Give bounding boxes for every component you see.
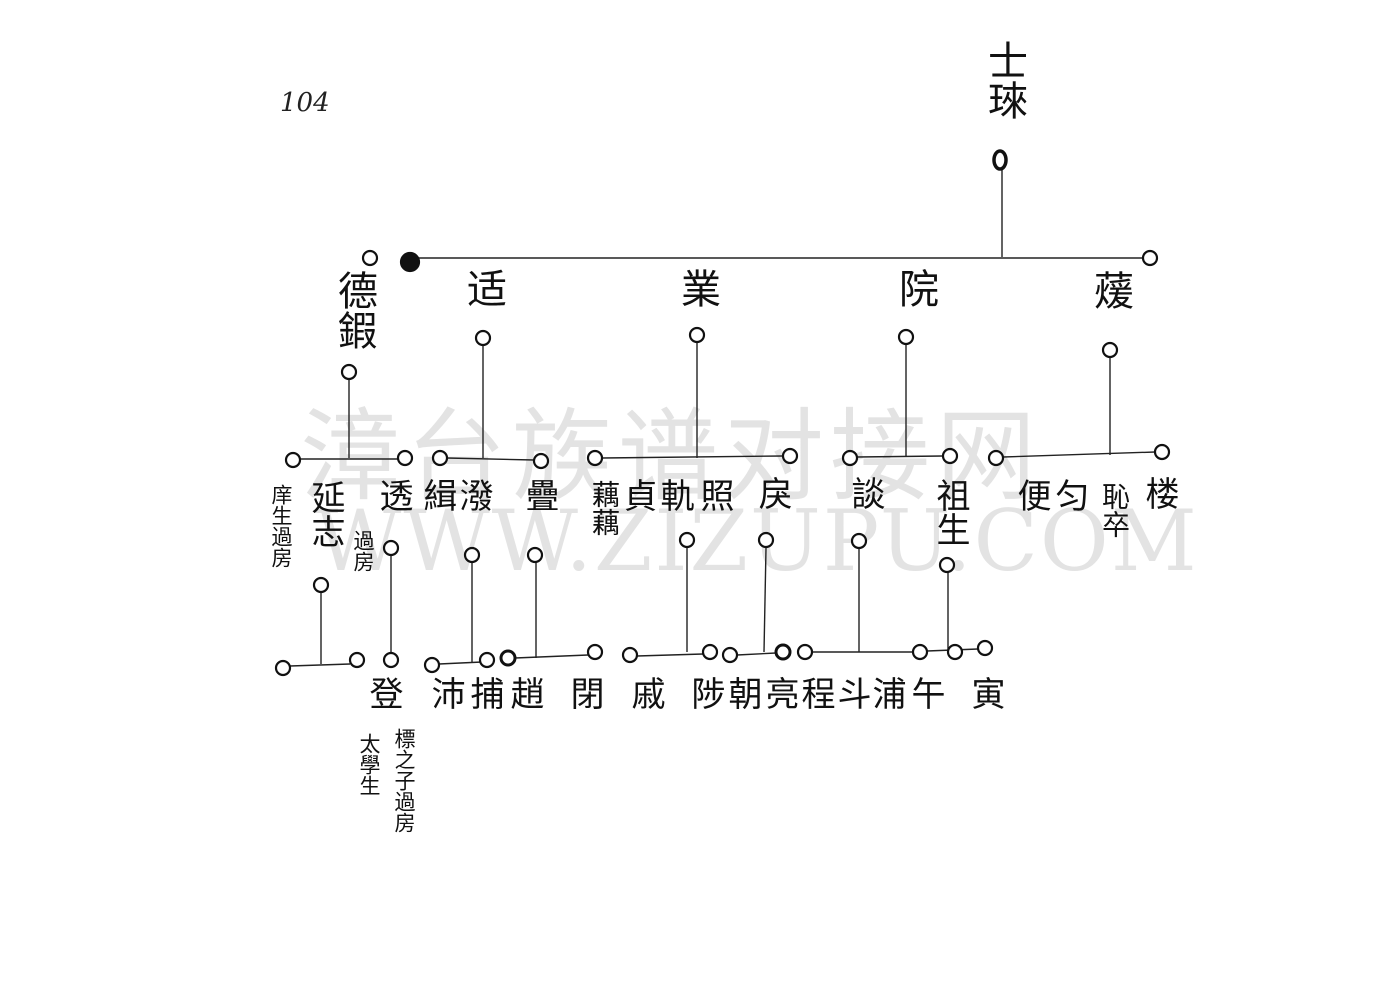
watermark-url: WWW.ZIZUPU.COM [315,492,1199,590]
gen3-name: 恥卒 [1098,482,1131,538]
gen2-name: 蕿 [1087,270,1133,310]
gen3-name: 緝 [417,478,457,512]
gen3-name: 藕藕 [588,480,621,536]
page-number: 104 [280,88,330,118]
gen4-note: 標之子過房 [392,728,416,833]
gen4-name: 戚 [625,676,665,710]
gen3-name: 延志 [305,480,345,548]
gen2-name: 院 [892,268,938,308]
root-name: 士琜 [981,40,1027,120]
gen4-name: 亮 [759,676,799,710]
gen2-name: 德鍜 [331,270,377,350]
gen2-name: 業 [674,268,720,308]
gen3-name: 便 [1011,478,1051,512]
gen3-name: 戾 [752,476,792,510]
gen3-name: 透 [373,478,413,512]
gen4-note: 太學生 [357,733,381,796]
gen3-name: 軌 [654,478,694,512]
gen4-name: 斗 [831,676,871,710]
gen3-note: 過房 [351,530,375,572]
gen4-name: 浦 [866,676,906,710]
gen3-name: 楼 [1139,476,1179,510]
gen4-name: 捕 [464,676,504,710]
gen4-name: 寅 [965,676,1005,710]
gen3-name: 疊 [519,478,559,512]
gen4-name: 陟 [685,676,725,710]
gen4-name: 朝 [722,676,762,710]
gen3-name: 貞 [617,478,657,512]
gen3-name: 祖生 [930,478,970,546]
gen3-name: 匀 [1049,478,1089,512]
gen3-name: 照 [694,478,734,512]
gen4-name: 沛 [425,676,465,710]
gen4-name: 午 [905,676,945,710]
gen3-name: 談 [845,476,885,510]
gen4-name: 程 [795,676,835,710]
gen3-name: 潑 [453,478,493,512]
gen4-name: 閉 [564,676,604,710]
gen4-name: 趙 [504,676,544,710]
gen3-note: 庠生過房 [269,484,293,568]
gen2-name: 适 [460,268,506,308]
gen4-name: 登 [363,676,403,710]
